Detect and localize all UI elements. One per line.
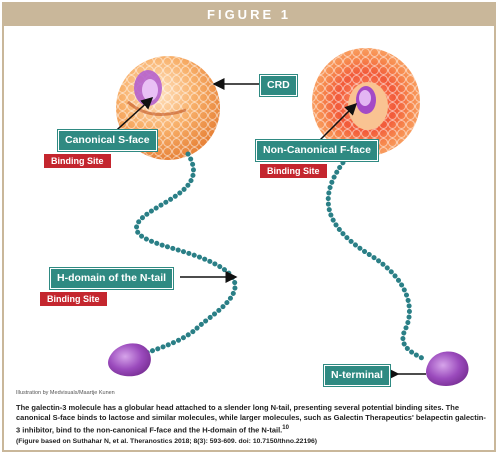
canonical-s-face-label: Canonical S-face — [58, 130, 157, 151]
non-canonical-f-face-label: Non-Canonical F-face — [256, 140, 378, 161]
crd-label: CRD — [260, 75, 297, 96]
caption-reference: (Figure based on Suthahar N, et al. Ther… — [16, 437, 318, 445]
caption-text: The galectin-3 molecule has a globular h… — [16, 403, 486, 435]
non-canonical-binding-site-badge: Binding Site — [260, 164, 327, 178]
left-n-tail — [134, 151, 238, 358]
arrow-noncanonical — [319, 102, 358, 141]
right-n-tail — [325, 151, 425, 361]
figure-frame: FIGURE 1 — [2, 2, 496, 452]
caption-superscript: 10 — [282, 425, 289, 431]
illustration-credit: Illustration by Medvisuals/Maartje Kunen — [16, 390, 115, 396]
n-terminal-label: N-terminal — [324, 365, 390, 386]
illustration: CRD Canonical S-face Binding Site Non-Ca… — [10, 30, 494, 390]
h-domain-label: H-domain of the N-tail — [50, 268, 174, 289]
right-globular-head — [312, 48, 420, 156]
galectin-diagram — [107, 48, 469, 386]
canonical-binding-site-badge: Binding Site — [44, 154, 111, 168]
left-n-terminal-blob — [108, 343, 151, 377]
figure-header: FIGURE 1 — [4, 4, 494, 26]
figure-caption: The galectin-3 molecule has a globular h… — [16, 403, 490, 447]
right-n-terminal-blob — [426, 351, 469, 386]
h-domain-binding-site-badge: Binding Site — [40, 292, 107, 306]
